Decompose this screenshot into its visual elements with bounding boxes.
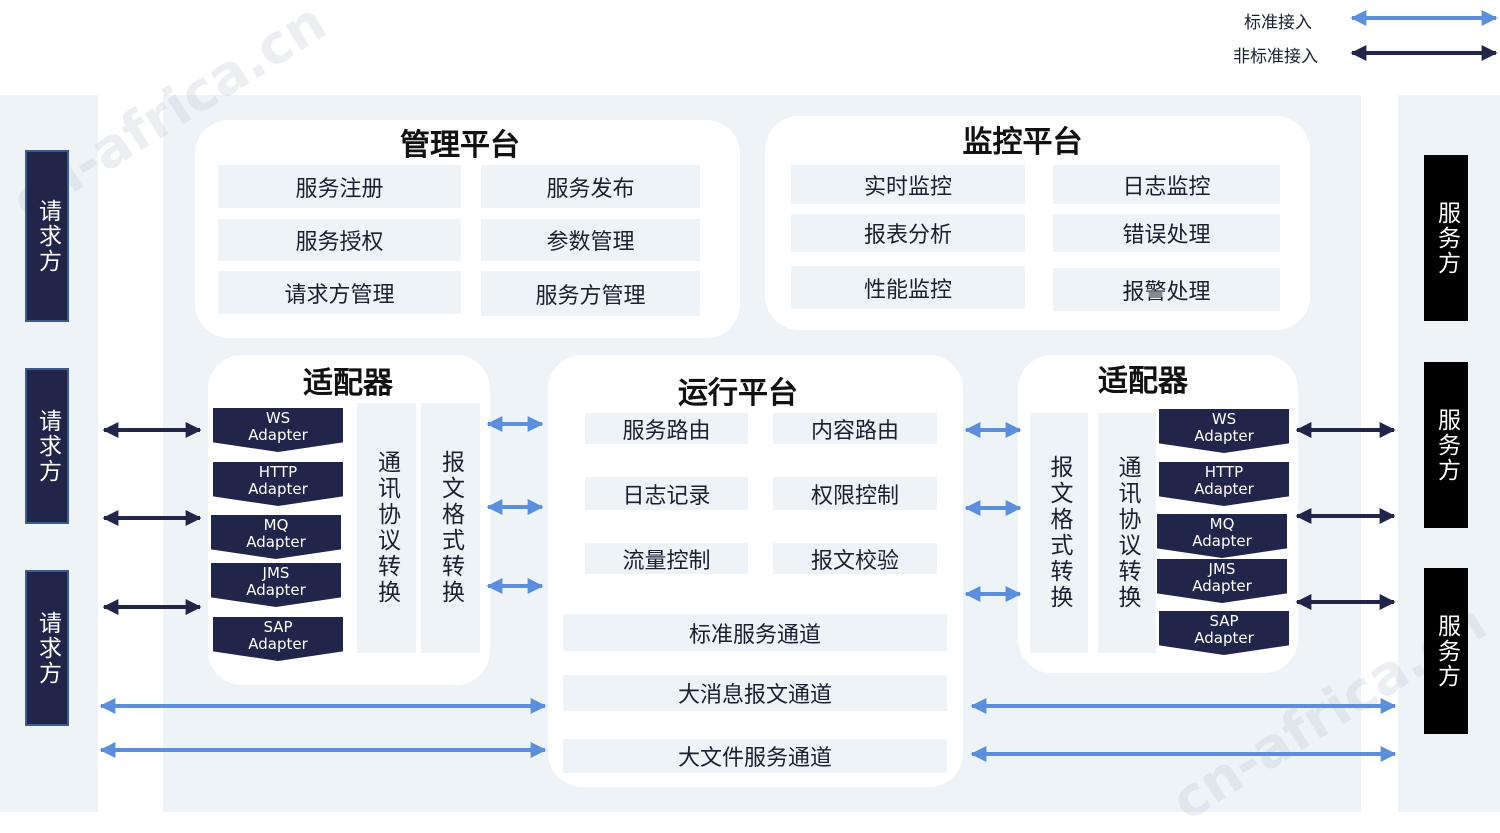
legend-arrows [1350,10,1498,61]
runtime-cell-message-verify: 报文校验 [773,543,937,574]
channel-large-message: 大消息报文通道 [563,675,947,711]
requester-box-1: 请求方 [25,150,69,322]
adapter-sub: Adapter [1192,532,1252,550]
provider-box-3: 服务方 [1424,568,1468,734]
right-ws-adapter: WS Adapter [1159,409,1289,453]
adapter-sub: Adapter [248,426,308,444]
adapter-name: MQ [1209,515,1235,533]
mon-cell-alarm: 报警处理 [1053,268,1280,311]
left-jms-adapter: JMS Adapter [211,563,341,607]
right-mq-adapter: MQ Adapter [1157,514,1287,558]
adapter-name: SAP [1209,612,1239,630]
channel-standard-service: 标准服务通道 [563,614,947,651]
runtime-cell-service-route: 服务路由 [585,413,748,444]
requester-box-2: 请求方 [25,368,69,524]
adapter-name: HTTP [1204,463,1244,481]
mgmt-cell-service-register: 服务注册 [218,165,461,208]
left-sap-adapter: SAP Adapter [213,617,343,661]
adapter-sub: Adapter [1194,629,1254,647]
monitoring-platform-title: 监控平台 [962,125,1083,160]
mgmt-cell-service-publish: 服务发布 [481,165,700,208]
channel-large-file: 大文件服务通道 [563,739,947,773]
adapter-sub: Adapter [246,533,306,551]
adapter-sub: Adapter [246,581,306,599]
mon-cell-realtime: 实时监控 [791,165,1025,204]
right-jms-adapter: JMS Adapter [1157,559,1287,603]
adapter-sub: Adapter [248,635,308,653]
right-sap-adapter: SAP Adapter [1159,611,1289,655]
mgmt-cell-service-authorize: 服务授权 [218,219,461,261]
mon-cell-log: 日志监控 [1053,165,1280,204]
left-ws-adapter: WS Adapter [213,408,343,452]
runtime-cell-content-route: 内容路由 [773,413,937,444]
provider-box-2: 服务方 [1424,362,1468,528]
management-platform-title: 管理平台 [400,128,520,163]
provider-box-1: 服务方 [1424,155,1468,321]
runtime-cell-traffic: 流量控制 [585,543,748,574]
mgmt-cell-requester-manage: 请求方管理 [218,271,461,314]
left-adapter-title: 适配器 [303,366,393,401]
legend-standard-label: 标准接入 [1244,13,1312,33]
left-format-conversion: 报文格式转换 [421,403,480,653]
adapter-name: SAP [263,618,293,636]
runtime-cell-log-record: 日志记录 [585,477,748,510]
adapter-name: MQ [263,516,289,534]
right-protocol-conversion: 通讯协议转换 [1098,413,1156,653]
left-protocol-conversion: 通讯协议转换 [357,403,416,653]
adapter-sub: Adapter [1194,427,1254,445]
adapter-name: JMS [262,564,290,582]
left-mq-adapter: MQ Adapter [211,515,341,559]
mon-cell-performance: 性能监控 [791,266,1025,309]
legend-nonstandard-label: 非标准接入 [1233,47,1318,67]
adapter-sub: Adapter [1194,480,1254,498]
adapter-sub: Adapter [1192,577,1252,595]
mgmt-cell-parameter-manage: 参数管理 [481,219,700,261]
mon-cell-report: 报表分析 [791,214,1025,252]
adapter-name: JMS [1208,560,1236,578]
right-format-conversion: 报文格式转换 [1030,413,1088,653]
right-adapter-title: 适配器 [1098,364,1188,399]
mgmt-cell-provider-manage: 服务方管理 [481,271,700,316]
adapter-name: HTTP [258,463,298,481]
right-http-adapter: HTTP Adapter [1159,462,1289,506]
runtime-cell-permission: 权限控制 [773,477,937,510]
adapter-sub: Adapter [248,480,308,498]
runtime-platform-title: 运行平台 [678,376,798,411]
adapter-name: WS [265,409,291,427]
left-http-adapter: HTTP Adapter [213,462,343,506]
requester-box-3: 请求方 [25,570,69,726]
mon-cell-error: 错误处理 [1053,214,1280,252]
adapter-name: WS [1211,410,1237,428]
